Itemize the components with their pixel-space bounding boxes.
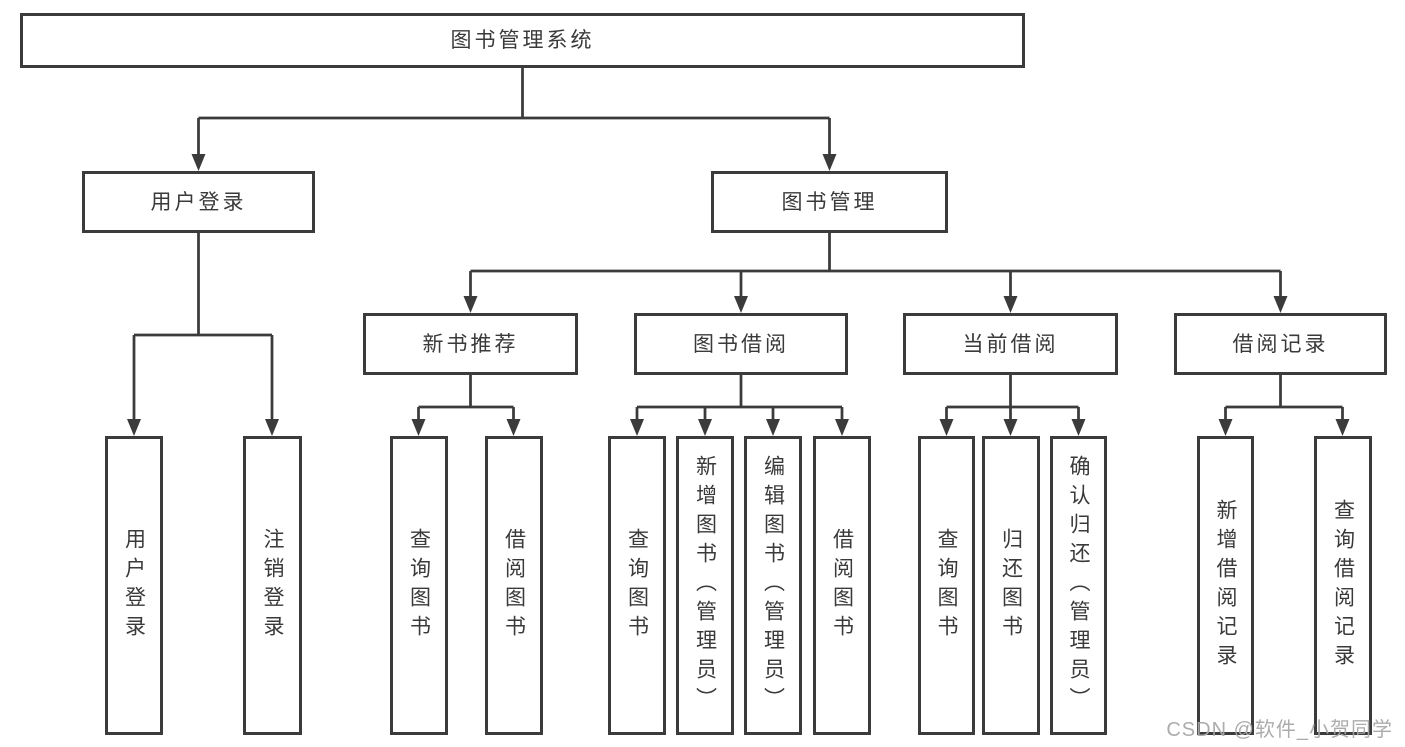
leaf-query-books-recommend: 查询图书 [390,436,448,735]
node-new-book-recommend: 新书推荐 [363,313,578,375]
leaf-query-books-recommend-label: 查询图书 [407,527,431,644]
leaf-add-borrow-record-label: 新增借阅记录 [1214,498,1237,673]
node-book-management: 图书管理 [711,171,948,233]
leaf-edit-books-admin-label: 编辑图书（管理员） [761,455,785,716]
leaf-borrow-books-recommend-label: 借阅图书 [502,527,526,644]
leaf-edit-books-admin: 编辑图书（管理员） [744,436,802,735]
leaf-logout-label: 注销登录 [261,527,284,644]
node-borrowing-records: 借阅记录 [1174,313,1387,375]
leaf-logout: 注销登录 [243,436,302,735]
node-book-management-label: 图书管理 [781,190,878,214]
arrowheads [127,154,1350,436]
node-new-book-recommend-label: 新书推荐 [422,332,519,356]
leaf-add-books-admin-label: 新增图书（管理员） [693,455,717,716]
leaf-query-books-borrowing: 查询图书 [608,436,666,735]
leaf-add-borrow-record: 新增借阅记录 [1197,436,1254,735]
leaf-query-borrow-record: 查询借阅记录 [1314,436,1372,735]
node-root-system: 图书管理系统 [20,13,1025,68]
leaf-query-books-current: 查询图书 [918,436,975,735]
node-root-label: 图书管理系统 [450,29,595,52]
leaf-user-login: 用户登录 [105,436,163,735]
leaf-return-books-label: 归还图书 [999,527,1023,644]
leaf-user-login-label: 用户登录 [122,527,146,644]
leaf-confirm-return-admin-label: 确认归还（管理员） [1067,455,1090,716]
leaf-borrow-books-label: 借阅图书 [830,527,854,644]
leaf-borrow-books-recommend: 借阅图书 [485,436,543,735]
node-book-borrowing: 图书借阅 [634,313,848,375]
csdn-watermark: CSDN @软件_小贺同学 [1166,719,1393,741]
leaf-confirm-return-admin: 确认归还（管理员） [1050,436,1107,735]
leaf-add-books-admin: 新增图书（管理员） [676,436,734,735]
leaf-return-books: 归还图书 [982,436,1040,735]
leaf-query-books-current-label: 查询图书 [935,527,958,644]
leaf-query-borrow-record-label: 查询借阅记录 [1331,498,1355,673]
node-current-borrowing-label: 当前借阅 [962,332,1059,356]
leaf-query-books-borrowing-label: 查询图书 [625,527,649,644]
node-user-login: 用户登录 [82,171,315,233]
node-current-borrowing: 当前借阅 [903,313,1118,375]
node-user-login-label: 用户登录 [150,190,247,214]
node-borrowing-records-label: 借阅记录 [1232,332,1329,356]
node-book-borrowing-label: 图书借阅 [693,332,789,356]
leaf-borrow-books: 借阅图书 [813,436,871,735]
tree-edges [132,68,1344,422]
